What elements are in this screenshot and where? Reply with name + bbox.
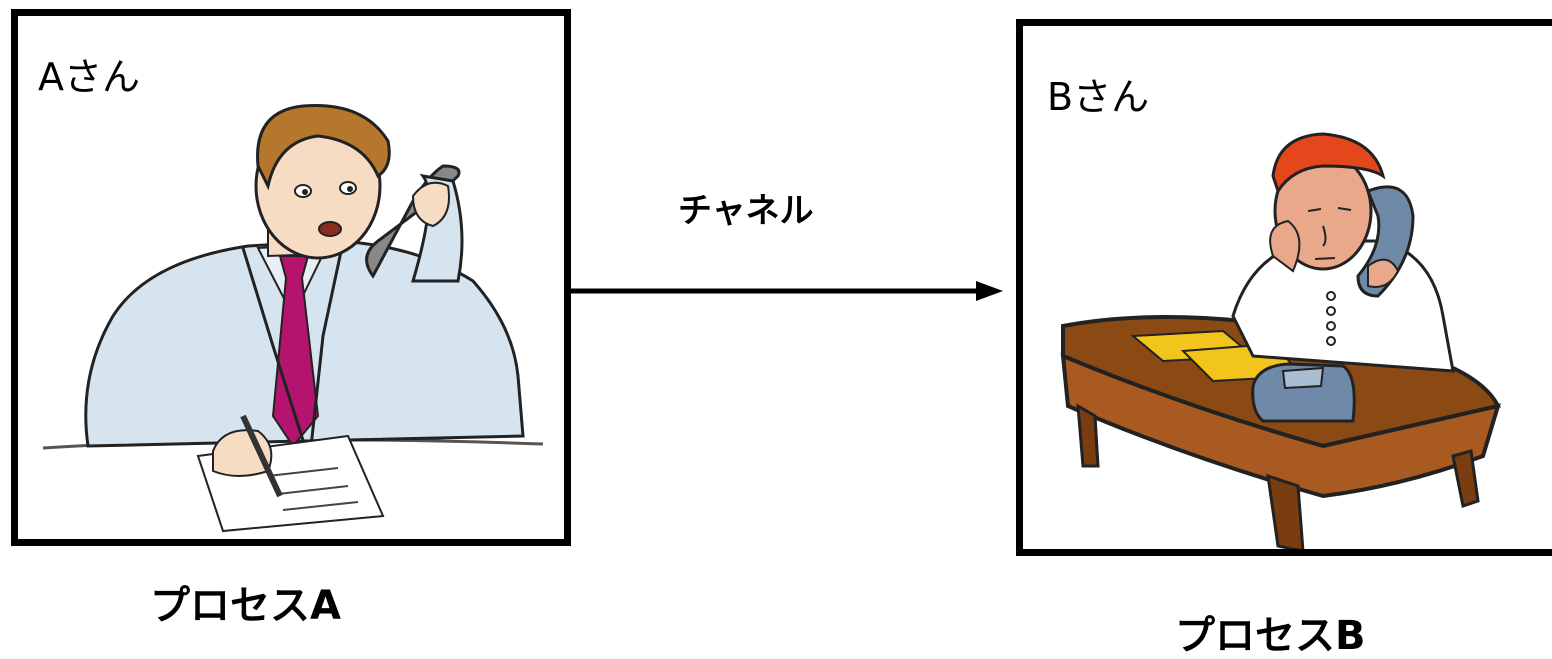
channel-arrow: [571, 281, 1003, 301]
person-a-label: Aさん: [38, 55, 140, 99]
man-at-desk-on-phone-icon: [1060, 132, 1501, 549]
person-b-label: Bさん: [1047, 75, 1150, 119]
process-b-box: Bさん: [1016, 19, 1552, 556]
man-writing-on-phone-icon: [42, 103, 544, 533]
process-a-box: Aさん: [11, 9, 571, 546]
process-a-caption: プロセスA: [150, 583, 341, 629]
process-b-caption: プロセスB: [1175, 613, 1366, 659]
channel-label: チャネル: [678, 191, 814, 231]
